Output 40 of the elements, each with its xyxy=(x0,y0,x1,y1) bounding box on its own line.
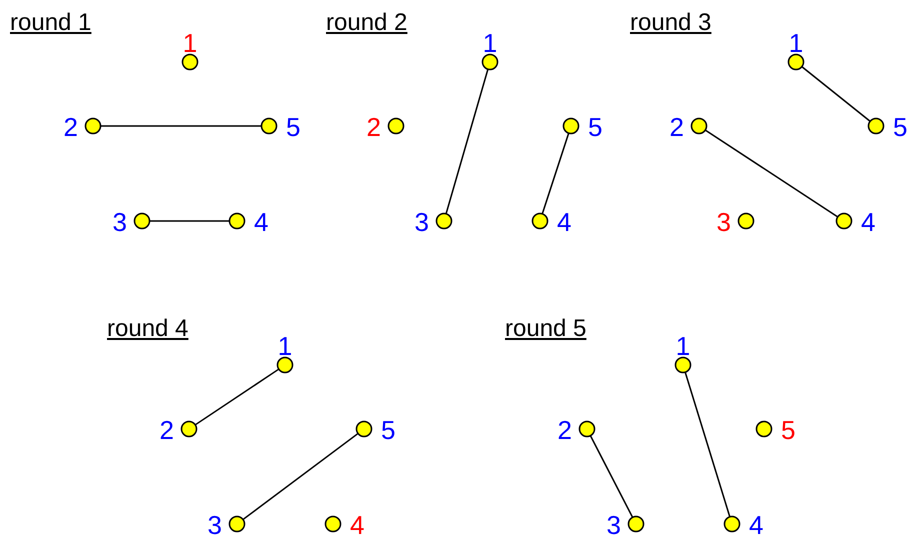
round-heading: round 2 xyxy=(326,10,408,36)
player-number: 4 xyxy=(350,511,364,539)
player-number: 5 xyxy=(781,416,796,444)
connecting-line xyxy=(684,372,730,517)
round-heading: round 5 xyxy=(505,316,586,342)
player-number: 1 xyxy=(676,332,690,360)
connecting-line xyxy=(705,130,838,218)
player-number: 1 xyxy=(482,29,498,57)
player-number: 4 xyxy=(254,208,268,236)
round-heading: round 4 xyxy=(107,316,188,342)
round-heading: round 1 xyxy=(10,10,92,36)
player-number: 1 xyxy=(182,29,198,57)
player-number: 2 xyxy=(558,416,572,444)
player-number: 3 xyxy=(716,208,731,236)
player-number: 5 xyxy=(381,416,396,444)
player-number: 3 xyxy=(208,511,222,539)
connecting-line xyxy=(802,66,870,122)
player-number: 3 xyxy=(606,511,621,539)
player-number: 4 xyxy=(557,208,572,236)
player-number: 4 xyxy=(861,208,876,236)
player-number: 4 xyxy=(749,511,764,539)
connecting-line xyxy=(150,220,229,222)
round-heading: round 3 xyxy=(630,10,712,36)
player-number: 2 xyxy=(670,113,684,141)
player-number: 2 xyxy=(64,113,78,141)
player-number: 2 xyxy=(160,416,174,444)
player-number: 3 xyxy=(414,208,429,236)
connecting-line xyxy=(446,69,488,214)
player-number: 5 xyxy=(588,113,602,141)
player-number: 3 xyxy=(112,208,127,236)
connecting-line xyxy=(101,125,261,127)
connecting-line xyxy=(542,133,570,214)
player-number: 5 xyxy=(893,113,908,141)
player-number: 5 xyxy=(286,113,300,141)
connecting-line xyxy=(590,436,633,518)
connecting-line xyxy=(242,433,358,520)
player-number: 1 xyxy=(278,332,292,360)
connecting-line xyxy=(195,368,279,426)
player-number: 1 xyxy=(788,29,804,57)
player-number: 2 xyxy=(366,113,381,141)
